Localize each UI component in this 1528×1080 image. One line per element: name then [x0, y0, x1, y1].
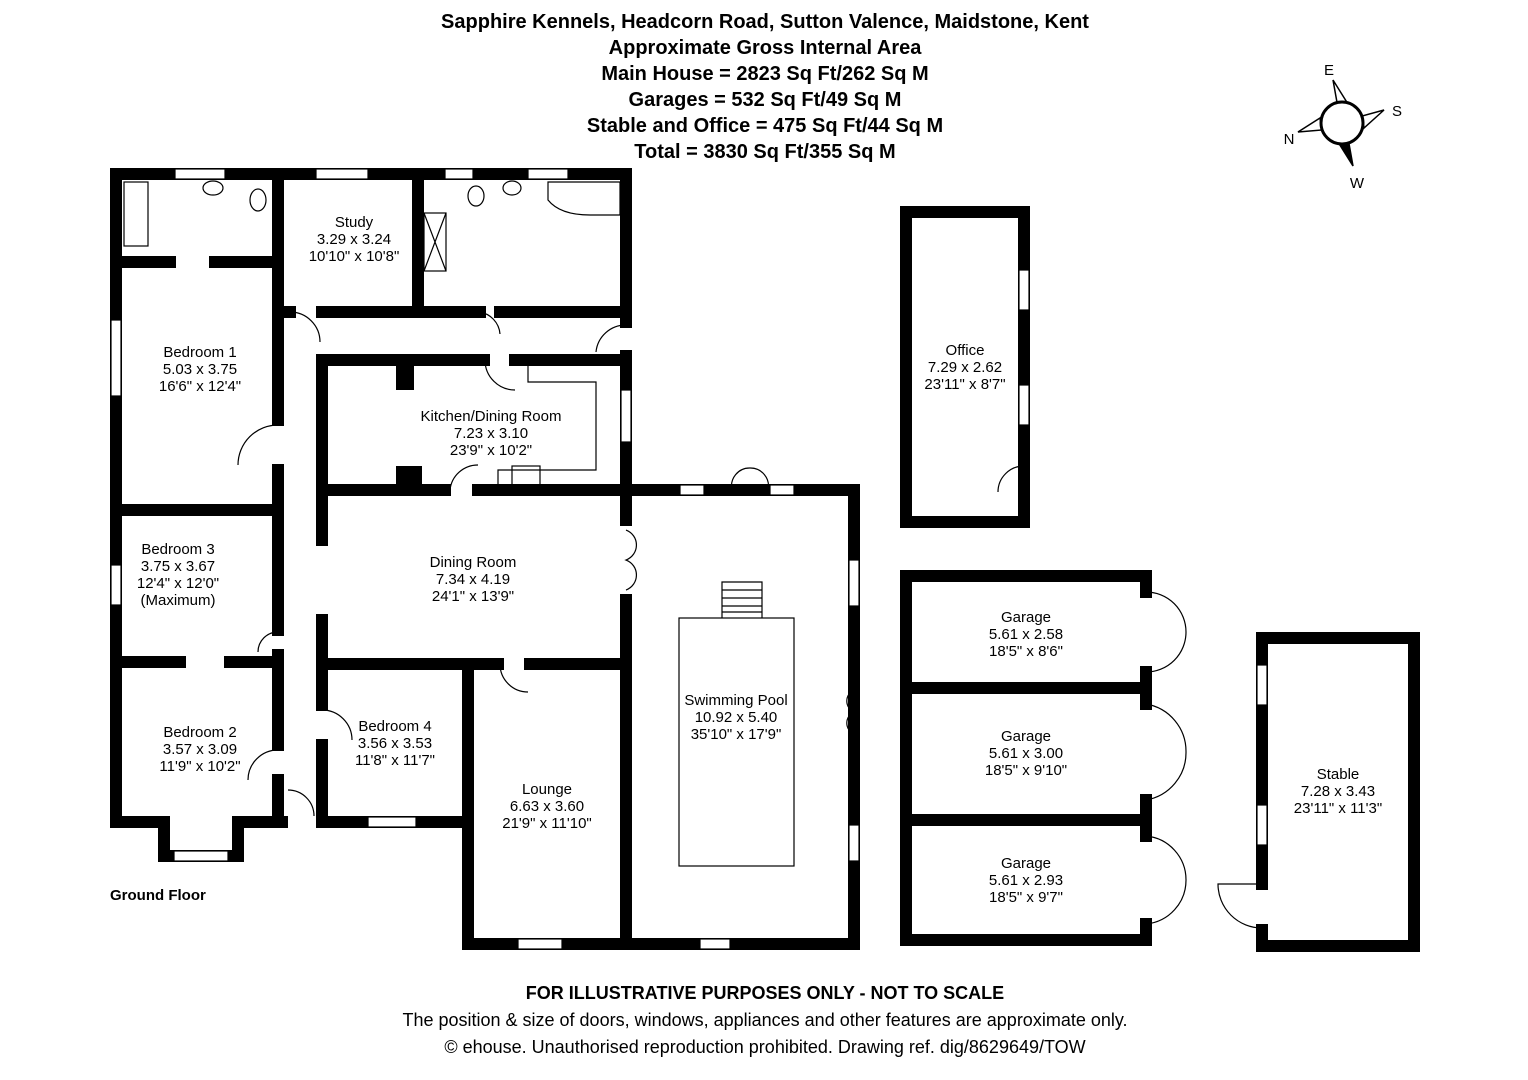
area-total: Total = 3830 Sq Ft/355 Sq M	[634, 141, 895, 163]
room-name: Bedroom 2	[163, 724, 236, 741]
room-lounge: Lounge 6.63 x 3.60 21'9" x 11'10"	[502, 781, 592, 832]
room-name: Stable	[1317, 766, 1360, 783]
room-imperial: 23'11" x 8'7"	[924, 376, 1005, 393]
floor-label: Ground Floor	[110, 887, 206, 904]
room-imperial: 21'9" x 11'10"	[502, 815, 592, 832]
room-metric: 5.61 x 2.58	[989, 626, 1063, 643]
compass-e: E	[1324, 62, 1334, 79]
room-metric: 3.75 x 3.67	[141, 558, 215, 575]
room-dining: Dining Room 7.34 x 4.19 24'1" x 13'9"	[430, 554, 517, 605]
room-metric: 7.28 x 3.43	[1301, 783, 1375, 800]
area-main-house: Main House = 2823 Sq Ft/262 Sq M	[601, 63, 928, 85]
room-name: Lounge	[522, 781, 572, 798]
room-imperial: 18'5" x 8'6"	[989, 643, 1063, 660]
room-stable: Stable 7.28 x 3.43 23'11" x 11'3"	[1294, 766, 1382, 817]
room-imperial: 23'11" x 11'3"	[1294, 800, 1382, 817]
copyright: © ehouse. Unauthorised reproduction proh…	[444, 1037, 1085, 1057]
room-name: Kitchen/Dining Room	[421, 408, 562, 425]
room-imperial: 11'9" x 10'2"	[159, 758, 240, 775]
room-metric: 10.92 x 5.40	[695, 709, 778, 726]
room-metric: 5.61 x 3.00	[989, 745, 1063, 762]
room-imperial: 24'1" x 13'9"	[432, 588, 514, 605]
room-garage-2: Garage 5.61 x 3.00 18'5" x 9'10"	[985, 728, 1067, 779]
room-bedroom-2: Bedroom 2 3.57 x 3.09 11'9" x 10'2"	[159, 724, 240, 775]
room-imperial: 10'10" x 10'8"	[309, 248, 400, 265]
compass-s: S	[1392, 103, 1402, 120]
room-imperial: 35'10" x 17'9"	[691, 726, 782, 743]
room-swimming-pool: Swimming Pool 10.92 x 5.40 35'10" x 17'9…	[684, 692, 787, 743]
room-garage-1: Garage 5.61 x 2.58 18'5" x 8'6"	[989, 609, 1063, 660]
room-name: Study	[335, 214, 374, 231]
room-note: (Maximum)	[141, 592, 216, 609]
room-name: Garage	[1001, 609, 1051, 626]
room-metric: 7.29 x 2.62	[928, 359, 1002, 376]
room-imperial: 11'8" x 11'7"	[355, 752, 435, 769]
main-house-walls	[110, 168, 860, 950]
room-bedroom-4: Bedroom 4 3.56 x 3.53 11'8" x 11'7"	[355, 718, 435, 769]
room-name: Bedroom 4	[358, 718, 431, 735]
room-metric: 3.29 x 3.24	[317, 231, 391, 248]
room-study: Study 3.29 x 3.24 10'10" x 10'8"	[309, 214, 400, 265]
compass-w: W	[1350, 175, 1365, 192]
room-garage-3: Garage 5.61 x 2.93 18'5" x 9'7"	[989, 855, 1063, 906]
room-name: Bedroom 3	[141, 541, 214, 558]
area-garages: Garages = 532 Sq Ft/49 Sq M	[629, 89, 902, 111]
room-name: Garage	[1001, 728, 1051, 745]
room-office: Office 7.29 x 2.62 23'11" x 8'7"	[924, 342, 1005, 393]
room-name: Dining Room	[430, 554, 517, 571]
room-imperial: 18'5" x 9'7"	[989, 889, 1063, 906]
room-metric: 3.56 x 3.53	[358, 735, 432, 752]
room-metric: 7.34 x 4.19	[436, 571, 510, 588]
room-metric: 5.03 x 3.75	[163, 361, 237, 378]
room-imperial: 12'4" x 12'0"	[137, 575, 219, 592]
disclaimer: FOR ILLUSTRATIVE PURPOSES ONLY - NOT TO …	[526, 983, 1004, 1003]
area-subtitle: Approximate Gross Internal Area	[609, 37, 923, 59]
room-metric: 3.57 x 3.09	[163, 741, 237, 758]
room-kitchen: Kitchen/Dining Room 7.23 x 3.10 23'9" x …	[421, 408, 562, 459]
compass-n: N	[1284, 131, 1295, 148]
approximation-note: The position & size of doors, windows, a…	[402, 1010, 1127, 1030]
room-bedroom-1: Bedroom 1 5.03 x 3.75 16'6" x 12'4"	[159, 344, 241, 395]
area-stable-office: Stable and Office = 475 Sq Ft/44 Sq M	[587, 115, 943, 137]
room-name: Bedroom 1	[163, 344, 236, 361]
compass-icon: E S N W	[1284, 62, 1402, 192]
room-name: Office	[946, 342, 985, 359]
room-imperial: 18'5" x 9'10"	[985, 762, 1067, 779]
room-metric: 7.23 x 3.10	[454, 425, 528, 442]
outbuilding-walls	[900, 206, 1420, 952]
room-imperial: 23'9" x 10'2"	[450, 442, 532, 459]
address-title: Sapphire Kennels, Headcorn Road, Sutton …	[441, 11, 1089, 33]
room-name: Garage	[1001, 855, 1051, 872]
room-metric: 5.61 x 2.93	[989, 872, 1063, 889]
room-name: Swimming Pool	[684, 692, 787, 709]
room-bedroom-3: Bedroom 3 3.75 x 3.67 12'4" x 12'0" (Max…	[137, 541, 219, 609]
room-imperial: 16'6" x 12'4"	[159, 378, 241, 395]
room-metric: 6.63 x 3.60	[510, 798, 584, 815]
